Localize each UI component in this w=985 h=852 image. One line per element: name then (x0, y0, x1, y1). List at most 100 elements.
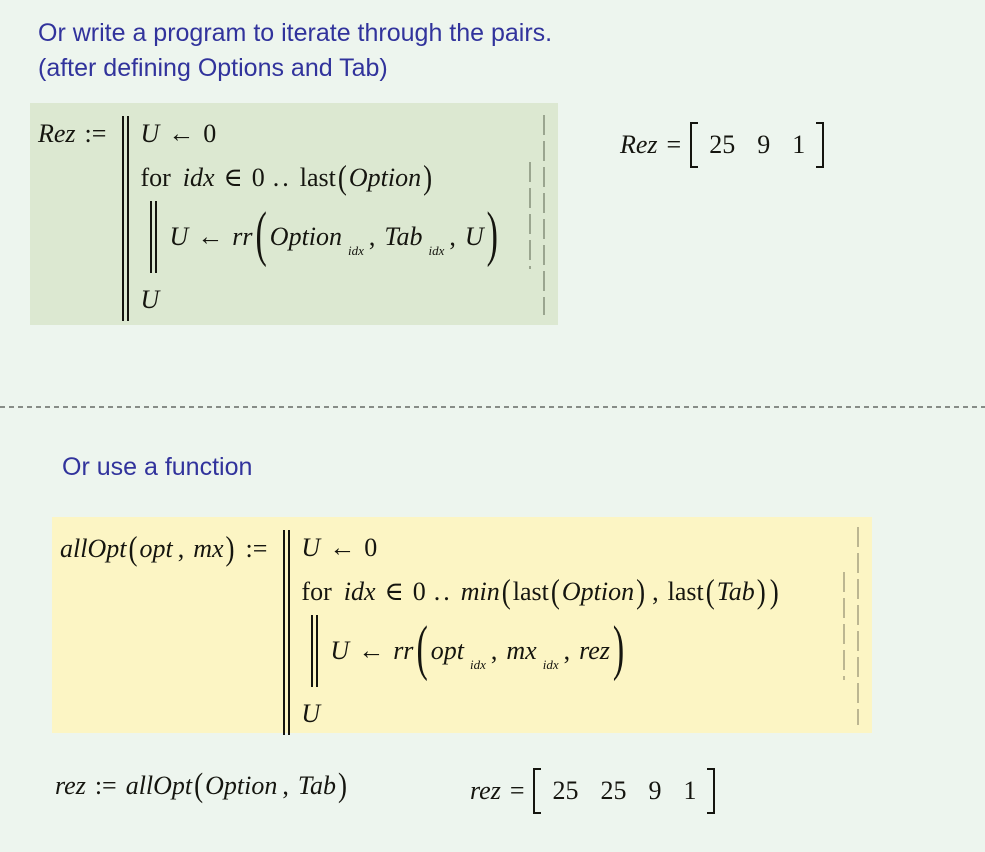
fn-min: min (460, 577, 500, 606)
close-paren: ) (756, 572, 766, 610)
open-paren: ( (194, 766, 204, 804)
var-Option: Option (348, 163, 422, 192)
comma: , (490, 636, 498, 665)
close-paren: ) (636, 572, 646, 610)
program-bar (283, 530, 291, 735)
var-U: U (330, 636, 350, 665)
matrix-value: 1 (683, 776, 697, 805)
subscript-idx: idx (428, 243, 445, 258)
result2-name: rez (470, 775, 501, 805)
fn-last: last (667, 577, 704, 606)
var-U: U (301, 533, 321, 562)
close-paren: ) (769, 572, 779, 610)
comma: , (177, 534, 185, 563)
subscript-idx: idx (348, 243, 364, 258)
result1-name: Rez (620, 129, 658, 159)
range-start: 0 (412, 577, 426, 606)
subscript-idx: idx (470, 657, 486, 672)
fn-last: last (299, 163, 336, 192)
text-region-intro[interactable]: Or write a program to iterate through th… (38, 16, 552, 86)
matrix-value: 25 (709, 130, 736, 159)
open-paren: ( (705, 572, 715, 610)
assign-operator: := (84, 119, 107, 148)
var-Tab: Tab (716, 577, 755, 606)
var-Option: Option (205, 771, 278, 800)
close-paren: ) (337, 766, 347, 804)
open-paren: ( (416, 615, 428, 683)
for-keyword: for (301, 577, 332, 606)
text-region-function[interactable]: Or use a function (62, 450, 252, 485)
matrix-bracket-left (690, 122, 699, 168)
matrix-bracket-right (816, 122, 825, 168)
assign-operator: := (94, 771, 117, 800)
region-guide-line (843, 572, 845, 680)
var-opt: opt (430, 636, 464, 665)
definition-region-rez[interactable]: rez:=allOpt(Option,Tab) (55, 766, 349, 804)
range-operator: .. (272, 163, 292, 192)
program2-line1: U←0 (301, 526, 780, 570)
comma: , (368, 222, 376, 251)
matrix-value: 25 (600, 776, 627, 805)
loop-bar (311, 615, 319, 687)
matrix-value: 1 (792, 130, 806, 159)
element-of-symbol: ∈ (384, 577, 404, 606)
var-U: U (140, 285, 160, 314)
open-paren: ( (255, 201, 267, 269)
fn-rr: rr (232, 222, 253, 251)
close-paren: ) (486, 201, 498, 269)
for-keyword: for (140, 163, 171, 192)
close-paren: ) (612, 615, 625, 683)
program2-name: allOpt (60, 534, 127, 563)
program2-line4: U (301, 689, 780, 739)
comma: , (282, 771, 289, 800)
comma: , (563, 636, 571, 665)
region-guide-line (857, 527, 859, 725)
open-paren: ( (501, 572, 511, 610)
var-U: U (464, 222, 484, 251)
program-bar (122, 116, 130, 321)
matrix-bracket-left (533, 768, 542, 814)
assign-operator: := (245, 534, 268, 563)
fn-rr: rr (393, 636, 414, 665)
program1-name: Rez (38, 119, 76, 148)
var-U: U (169, 222, 189, 251)
page-break-divider (0, 406, 985, 408)
var-mx: mx (506, 636, 537, 665)
assign-arrow: ← (329, 533, 356, 562)
equals-sign: = (666, 129, 682, 159)
program1-lhs: Rez := (38, 112, 115, 325)
open-paren: ( (337, 158, 347, 196)
comma: , (449, 222, 456, 251)
open-paren: ( (550, 572, 560, 610)
var-Option: Option (561, 577, 635, 606)
assign-arrow: ← (358, 636, 385, 665)
region-guide-line (543, 115, 545, 315)
var-U: U (301, 699, 321, 728)
intro-line-1: Or write a program to iterate through th… (38, 19, 553, 47)
program1-line4: U (140, 275, 501, 325)
var-idx: idx (343, 577, 376, 606)
matrix-value: 25 (552, 776, 579, 805)
range-start: 0 (251, 163, 265, 192)
region-guide-line (529, 162, 531, 269)
equals-sign: = (509, 775, 525, 805)
program2-lhs: allOpt(opt,mx):= (60, 526, 276, 739)
fn-allopt: allOpt (125, 771, 193, 800)
close-paren: ) (423, 158, 433, 196)
comma: , (652, 577, 659, 606)
program1-line1: U←0 (140, 112, 501, 156)
value-0: 0 (203, 119, 217, 148)
